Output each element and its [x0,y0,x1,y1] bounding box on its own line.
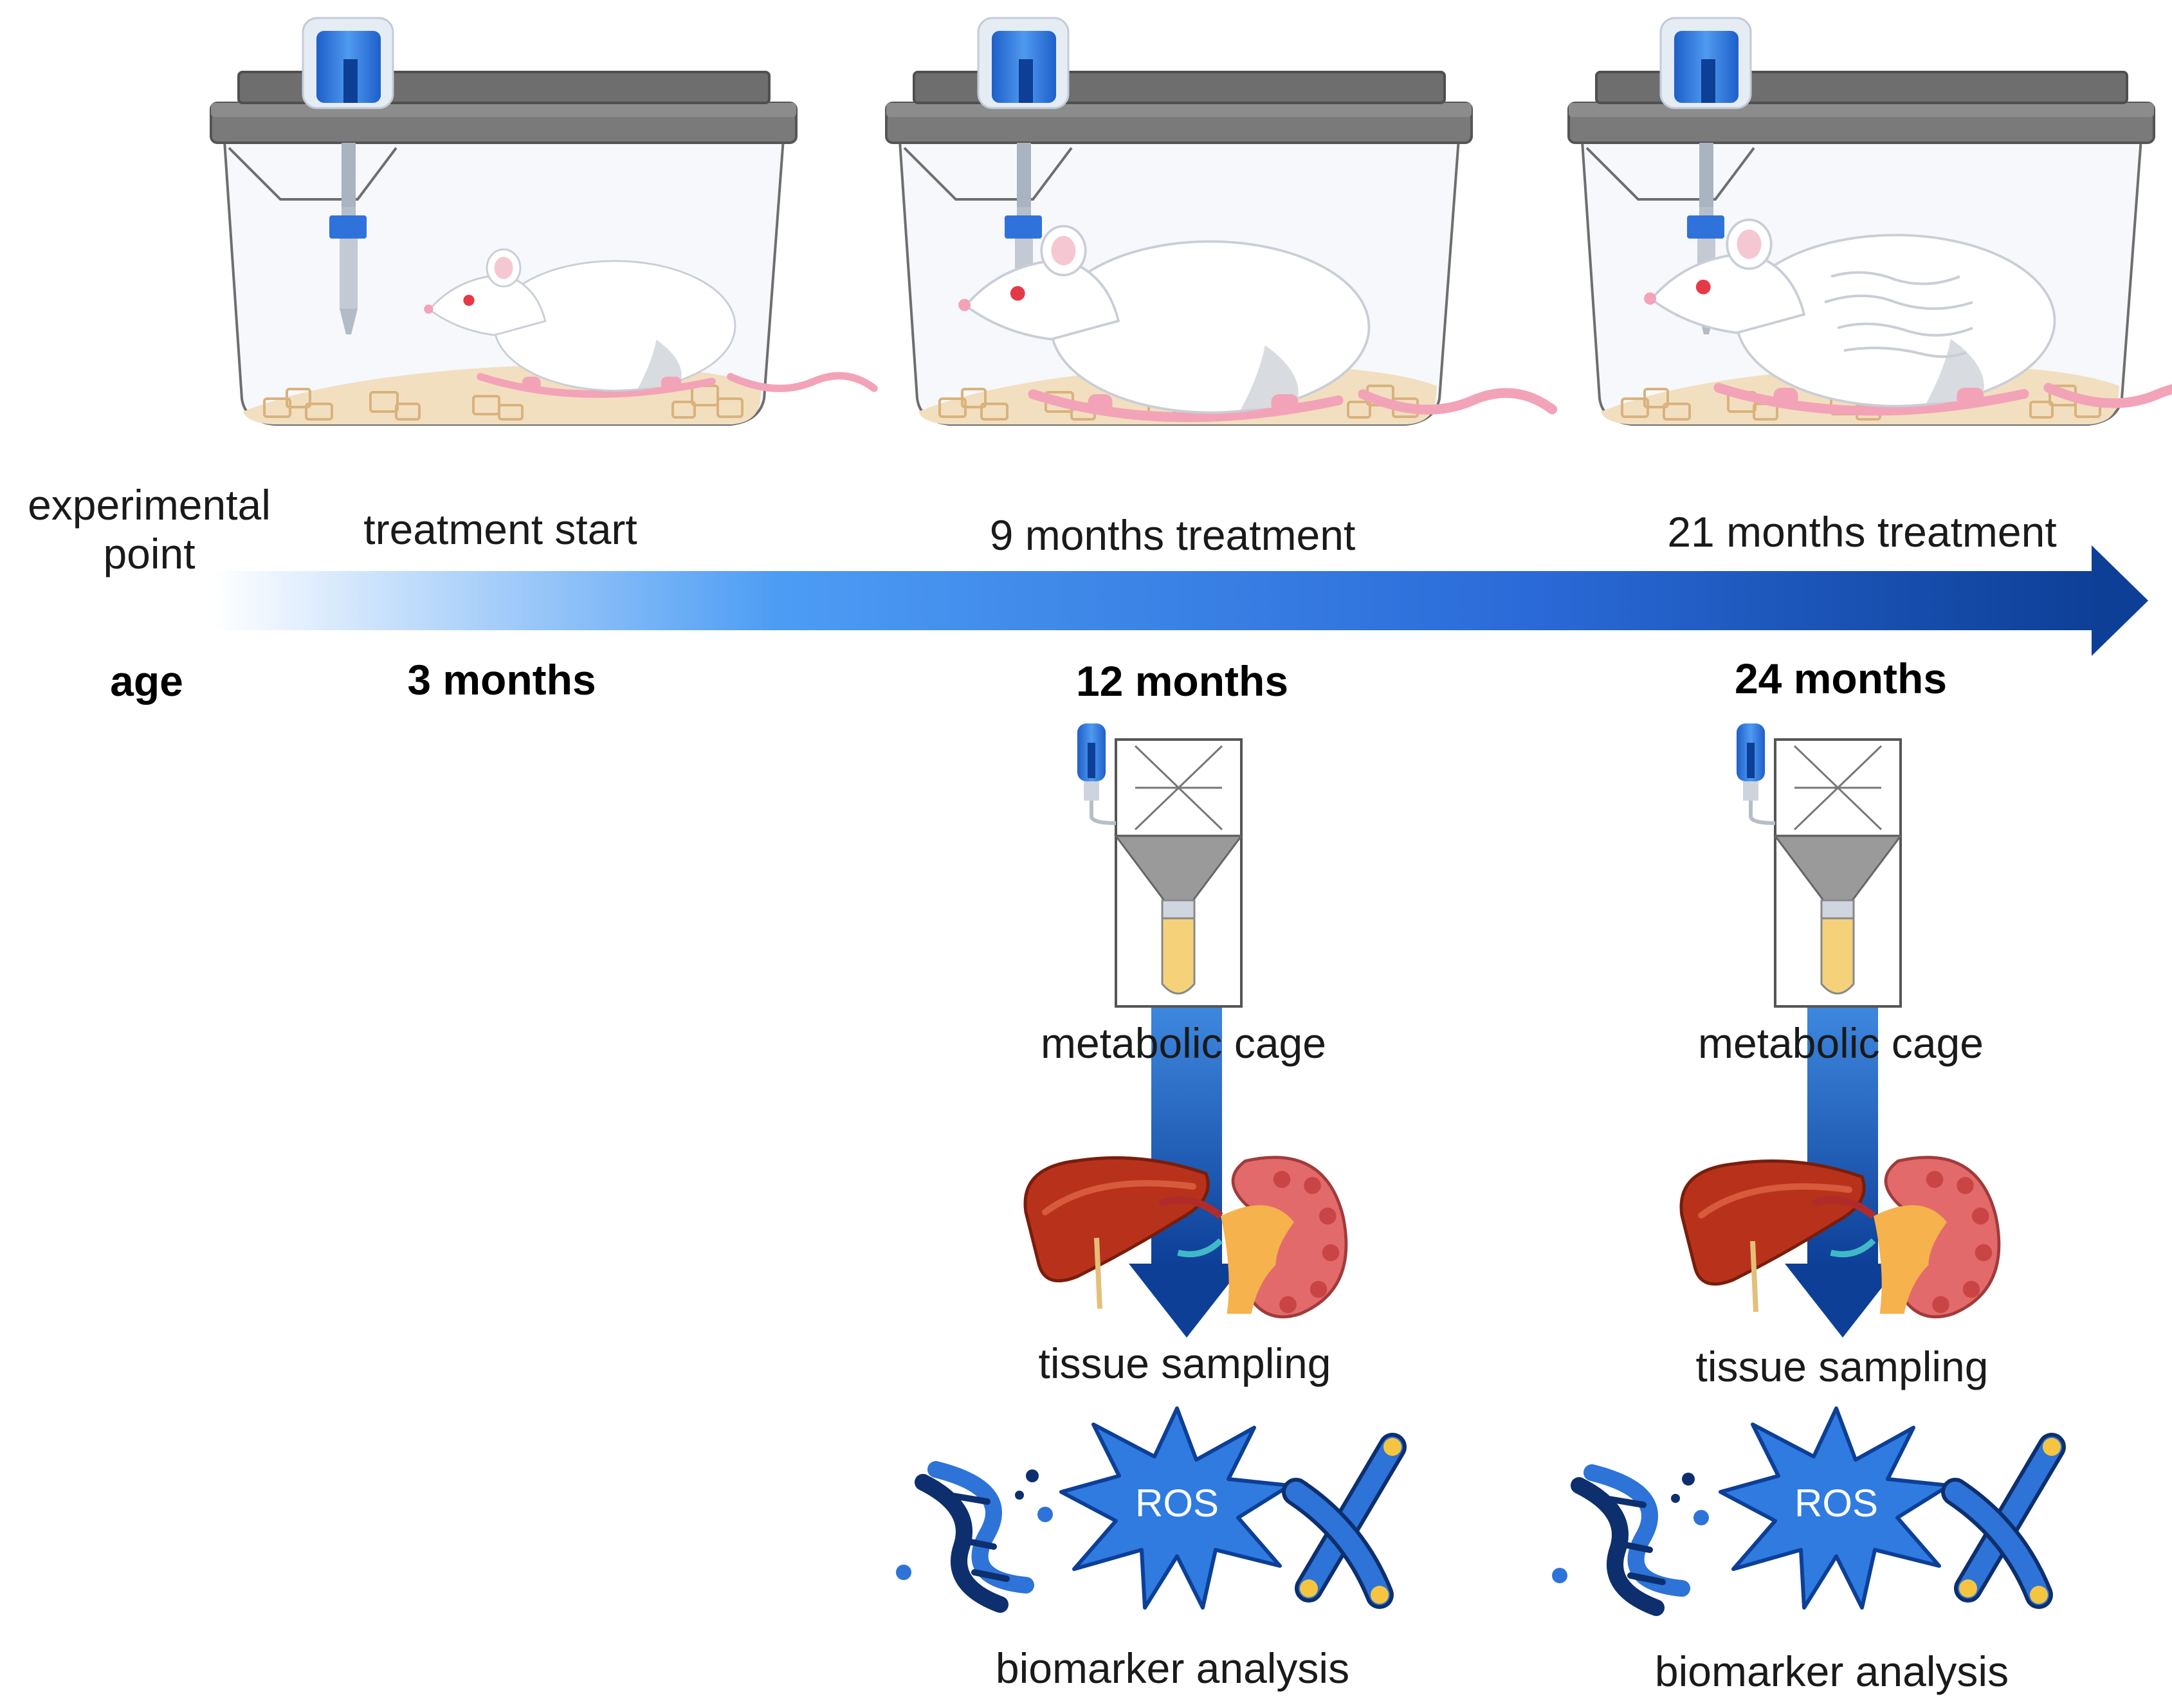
ros-label: ROS [1794,1482,1879,1525]
cage-12-months [885,17,1553,426]
age-12-months: 12 months [1075,657,1289,705]
metabolic-cage-icon [1077,723,1241,1006]
biomarker-analysis-label: biomarker analysis [995,1644,1350,1692]
age-3-months: 3 months [407,656,596,704]
metabolic-cage-label: metabolic cage [1041,1019,1326,1067]
cage-start [210,17,874,426]
treatment-label-21-months: 21 months treatment [1667,508,2057,556]
experimental-point-label: experimental point [28,481,271,577]
age-24-months: 24 months [1734,655,1948,702]
dna-icon [896,1469,1053,1604]
chromosome-icon [1955,1438,2061,1604]
chromosome-icon [1296,1438,1401,1604]
dna-icon [1552,1473,1709,1608]
metabolic-cage-label: metabolic cage [1698,1019,1984,1067]
ros-label: ROS [1135,1482,1219,1525]
biomarker-analysis-label: biomarker analysis [1654,1648,2009,1695]
cage-24-months [1567,17,2172,426]
tissue-sampling-label: tissue sampling [1695,1343,1989,1390]
age-label: age [110,657,183,705]
treatment-label-start: treatment start [363,505,637,553]
timeline-arrow [212,545,2148,656]
aged-fur-lines [1824,271,1973,358]
tissue-sampling-label: tissue sampling [1038,1340,1331,1387]
metabolic-cage-icon [1737,723,1901,1006]
treatment-label-9-months: 9 months treatment [989,511,1356,559]
